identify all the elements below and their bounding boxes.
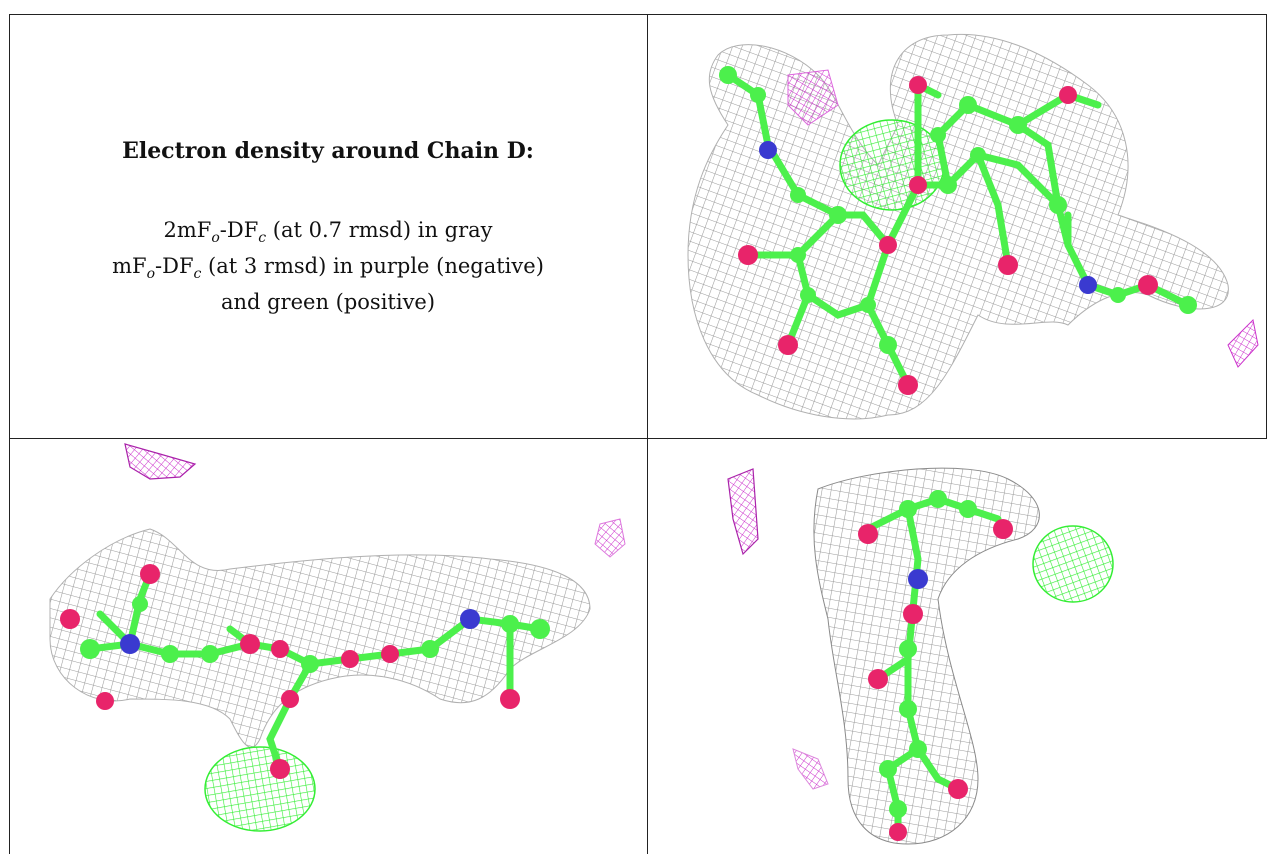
purple-negative-density-1 <box>124 443 197 480</box>
figure-title: Electron density around Chain D: <box>122 138 534 164</box>
gray-density-mesh <box>49 528 591 748</box>
table-border-center <box>647 14 648 854</box>
molecule-render-3 <box>727 467 1114 845</box>
density-view-bottom-left <box>10 439 647 854</box>
purple-negative-density-2 <box>1227 318 1259 368</box>
purple-negative-density-2 <box>594 518 626 558</box>
gray-density-mesh <box>687 33 1229 420</box>
purple-negative-density-1 <box>727 468 759 556</box>
description-line-green: and green (positive) <box>220 289 436 314</box>
green-positive-density <box>204 746 316 832</box>
atoms <box>719 66 1197 395</box>
atoms <box>60 564 550 779</box>
table-border-right <box>1266 14 1267 438</box>
gray-density-mesh <box>813 467 1040 845</box>
description-line-purple: mFo-DFc (at 3 rmsd) in purple (negative) <box>112 253 544 283</box>
density-view-top-right <box>648 15 1266 438</box>
figure-description: 2mFo-DFc (at 0.7 rmsd) in gray mFo-DFc (… <box>9 214 647 318</box>
table-border-left <box>9 14 10 854</box>
density-view-bottom-right <box>648 439 1266 854</box>
table-border-top <box>9 14 1267 15</box>
purple-negative-density-1 <box>787 69 839 126</box>
atoms <box>858 490 1013 841</box>
molecule-render-2 <box>49 443 626 832</box>
green-positive-density <box>1032 525 1114 603</box>
caption-cell: Electron density around Chain D: 2mFo-DF… <box>9 14 647 438</box>
green-positive-density <box>839 119 945 211</box>
purple-negative-density-2 <box>792 748 829 790</box>
figure-table: Electron density around Chain D: 2mFo-DF… <box>9 14 1267 854</box>
molecule-render-1 <box>687 33 1259 420</box>
description-line-gray: 2mFo-DFc (at 0.7 rmsd) in gray <box>163 218 493 247</box>
table-border-middle <box>9 438 1267 439</box>
